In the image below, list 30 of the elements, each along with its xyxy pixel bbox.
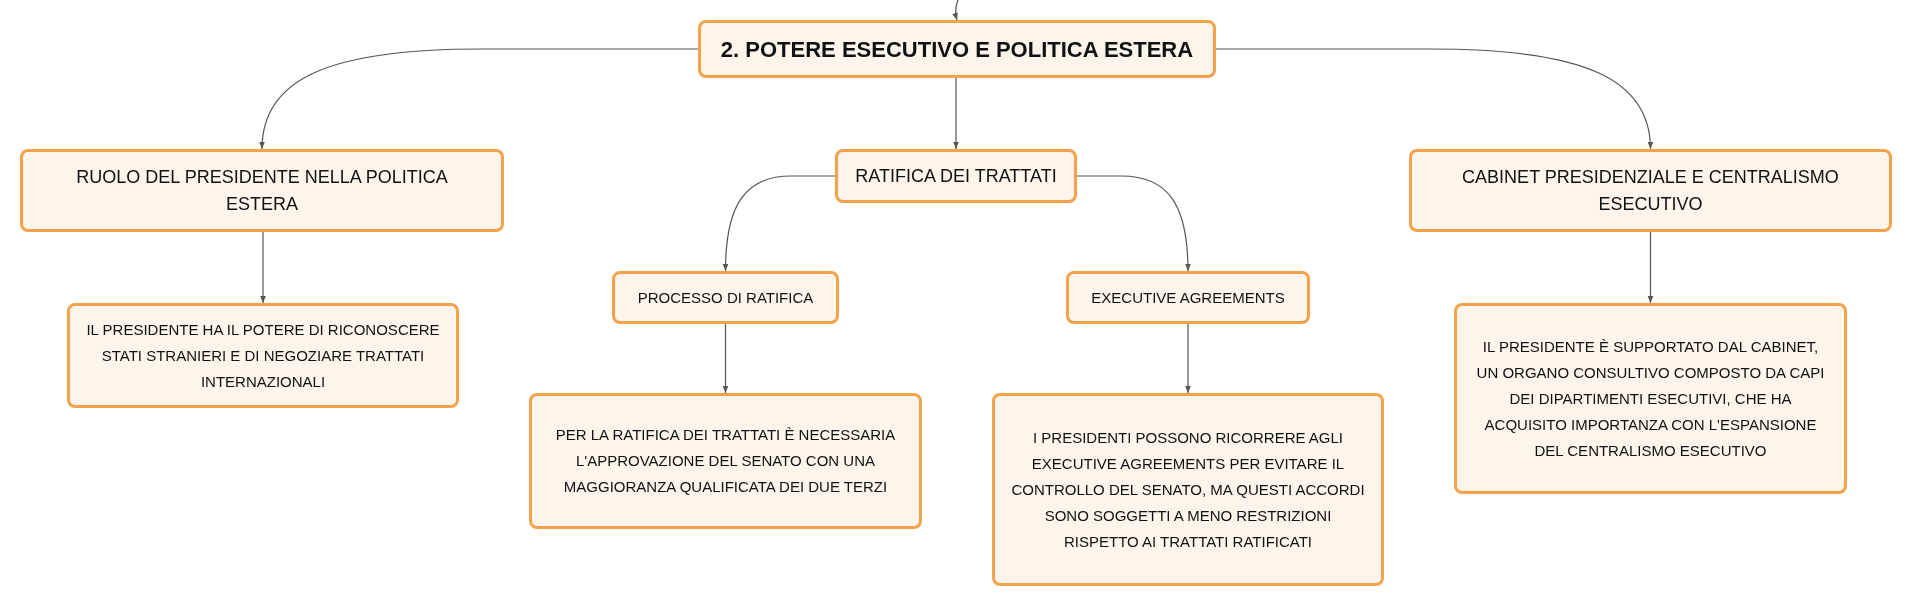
connector-arrow — [1076, 175, 1191, 272]
node-text: EXECUTIVE AGREEMENTS — [1091, 287, 1285, 308]
connector-arrow — [1215, 48, 1653, 150]
node-text: RATIFICA DEI TRATTATI — [855, 164, 1057, 188]
connector-arrow — [952, 0, 959, 21]
topic-box — [1454, 303, 1847, 494]
connector-arrow — [1647, 231, 1654, 304]
topic-box — [612, 271, 839, 324]
connector-arrow — [259, 48, 699, 150]
topic-box — [529, 393, 922, 529]
connector-arrow — [260, 231, 266, 304]
node-text: IL PRESIDENTE HA IL POTERE DI RICONOSCERE STATI STRANIERI E DI NEGOZIARE TRATTATI INTERNAZIONALI — [86, 319, 440, 392]
connector-arrow — [1185, 323, 1191, 394]
connector-arrow — [722, 175, 836, 272]
node-text: I PRESIDENTI POSSONO RICORRERE AGLI EXECUTIVE AGREEMENTS PER EVITARE IL CONTROLLO DEL SENATO, MA QUESTI ACCORDI SONO SOGGETTI A MENO RESTRIZIONI RISPETTO AI TRATTATI RATIFICATI — [1011, 427, 1365, 552]
node-text: RUOLO DEL PRESIDENTE NELLA POLITICA ESTERA — [75, 165, 449, 216]
title-box — [698, 20, 1216, 78]
topic-box — [67, 303, 459, 408]
topic-box — [1409, 149, 1892, 232]
connector-arrow — [953, 77, 959, 150]
topic-box — [20, 149, 504, 232]
node-text: PER LA RATIFICA DEI TRATTATI È NECESSARIA L'APPROVAZIONE DEL SENATO CON UNA MAGGIORANZA QUALIFICATA DEI DUE TERZI — [554, 425, 897, 497]
node-text: CABINET PRESIDENZIALE E CENTRALISMO ESECUTIVO — [1461, 165, 1840, 216]
topic-box — [992, 393, 1384, 586]
connector-arrow — [722, 323, 729, 394]
node-text: PROCESSO DI RATIFICA — [637, 287, 814, 308]
topic-box — [1066, 271, 1310, 324]
node-text: 2. POTERE ESECUTIVO E POLITICA ESTERA — [720, 35, 1194, 64]
topic-box — [835, 149, 1077, 203]
node-text: IL PRESIDENTE È SUPPORTATO DAL CABINET, UN ORGANO CONSULTIVO COMPOSTO DA CAPI DEI DIPARTIMENTI ESECUTIVI, CHE HA ACQUISITO IMPORTANZA CON L'ESPANSIONE DEL CENTRALISMO ESECUTIVO — [1475, 336, 1826, 461]
